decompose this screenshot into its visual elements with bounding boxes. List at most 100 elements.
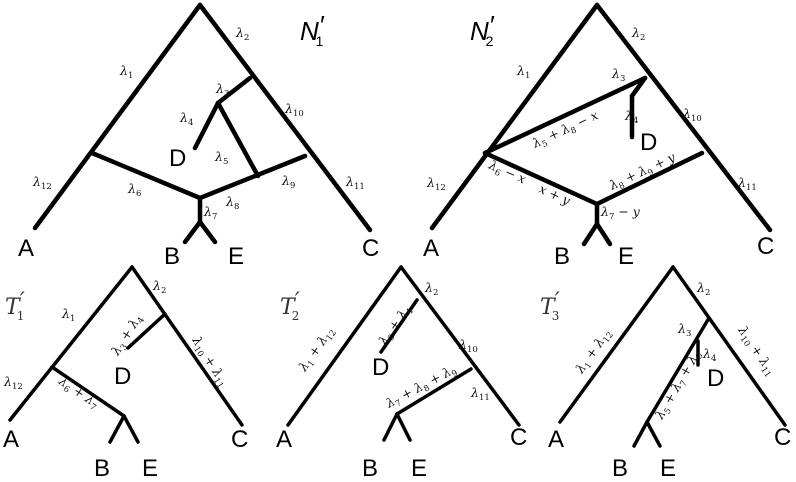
edge-label: λ12 [32,174,52,192]
leaf-e: E [618,243,634,270]
edge-label: λ10 [284,101,304,119]
edge-l4 [192,100,221,151]
edge-to-b [108,414,126,444]
panel-t3: T′3 A B C D E λ2 λ3 λ4 λ1 + λ12 λ10 + λ1… [540,265,791,482]
edge-label: λ6 [127,181,141,199]
edge-l5 [215,100,261,179]
edge-to-b [182,219,203,245]
edge-l34 [126,312,167,350]
leaf-e: E [660,455,676,482]
edge-root-a [8,265,134,422]
edge-to-b [632,420,649,448]
edge-l789 [395,367,473,416]
edge-label: λ2 [235,25,249,43]
edge-reticulation-left [89,150,203,201]
edge-l8-l9-y [594,150,705,207]
edge-to-e [395,412,412,442]
leaf-c: C [231,426,248,453]
leaf-d: D [640,129,657,156]
panel-title: T′1 [5,289,25,323]
edge-l5-l8-x [482,75,648,156]
leaf-b: B [94,455,110,482]
leaf-e: E [411,455,427,482]
edge-root-a [286,265,403,427]
edge-l34 [379,298,419,354]
leaf-d: D [372,354,389,381]
leaf-b: B [362,455,378,482]
edge-label: λ11 [737,175,757,193]
edge-label: λ7 + λ8 + λ9 [382,361,459,413]
leaf-d: D [707,365,724,392]
edge-label: λ2 [152,278,166,296]
edge-l67 [50,365,126,418]
edge-label: λ1 [516,63,530,81]
leaf-b: B [554,243,570,270]
edge-root-c [399,265,521,427]
leaf-e: E [228,243,244,270]
edge-label: λ11 [470,385,490,403]
edge-label: λ10 + λ11 [732,322,779,379]
edge-label: λ10 [682,106,702,124]
edge-label: λ6 + λ7 [54,372,102,413]
edge-root-c [197,2,373,233]
edge-label: λ7 − y [600,204,641,222]
edge-to-b [581,221,600,247]
edge-label: λ1 [61,306,75,324]
edge-label: λ1 + λ12 [295,324,339,377]
edge-root-a [429,2,600,231]
edge-to-e [645,420,662,448]
edge-label: λ5 + λ7 + λ8 [651,347,706,423]
edge-label: λ1 [119,63,133,81]
edge-reticulation-right [197,153,308,201]
edge-label: λ12 [3,374,23,392]
edge-l3 [215,75,253,106]
edge-label: λ3 + λ4 [375,302,416,350]
edge-to-e [197,219,218,245]
leaf-b: B [612,455,628,482]
panel-n1: N′1 A B C D E λ1 λ2 λ3 λ4 λ5 λ6 λ7 λ8 λ9… [18,2,379,270]
leaf-a: A [3,426,19,453]
edge-root-a [558,265,675,424]
edge-label: λ4 [702,346,716,364]
edge-root-c [594,2,773,233]
panel-t1: T′1 A B C D E λ1 λ2 λ12 λ3 + λ4 λ10 + λ1… [3,265,248,482]
edge-label: λ3 [677,321,691,339]
leaf-a: A [18,235,34,262]
edge-root-c [130,265,244,427]
leaf-c: C [774,424,791,451]
edge-label: λ4 [624,108,638,126]
panel-title: T′3 [540,289,560,323]
leaf-a: A [276,426,292,453]
leaf-c: C [510,424,527,451]
edge-to-b [382,412,399,442]
panel-title: N′1 [300,10,325,49]
edge-label: λ3 [215,81,229,99]
edge-label: λ10 [458,337,478,355]
leaf-b: B [164,243,180,270]
edge-label: λ2 [631,25,645,43]
leaf-c: C [757,233,774,260]
edge-to-e [122,414,140,444]
edge-root-c [671,265,787,427]
panel-title: T′2 [280,289,300,323]
leaf-d: D [169,145,186,172]
edge-label: λ11 [345,174,365,192]
edge-label: λ12 [426,175,446,193]
edge-label: λ7 [203,204,217,222]
edge-label: λ10 + λ11 [186,333,231,391]
edge-l3 [629,75,648,99]
edge-label: λ4 [179,110,193,128]
leaf-a: A [423,235,439,262]
edge-label: λ9 [281,173,295,191]
edge-root-a [32,2,203,231]
edge-l6-x [482,150,600,207]
leaf-a: A [548,426,564,453]
edge-label: λ2 [424,280,438,298]
panel-title: N′2 [470,10,495,49]
leaf-d: D [114,363,131,390]
edge-l578 [645,316,711,424]
panel-n2: N′2 A B C D E λ1 λ2 λ3 λ4 λ10 λ11 λ12 λ5… [423,2,774,270]
edge-to-e [594,221,613,247]
edge-label: λ8 [225,194,239,212]
